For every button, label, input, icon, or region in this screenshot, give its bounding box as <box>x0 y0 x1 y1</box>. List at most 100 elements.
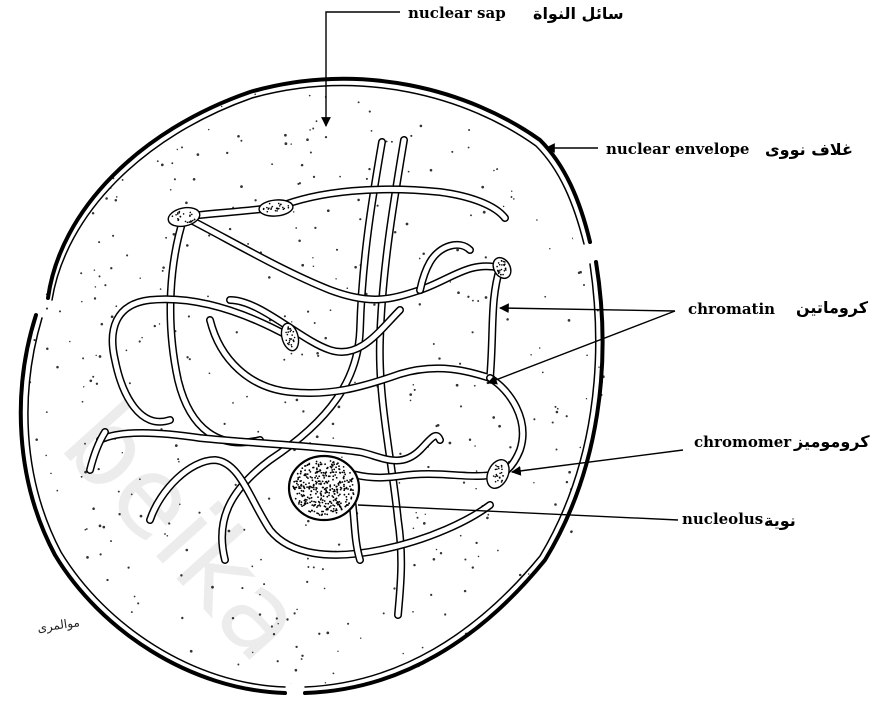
sap-dot <box>116 196 118 198</box>
sap-dot <box>126 91 129 94</box>
chromomere-dot <box>501 472 503 474</box>
chromomere-dot <box>190 212 192 214</box>
nucleolus-dot <box>329 506 331 508</box>
sap-dot <box>441 681 443 683</box>
sap-dot <box>496 168 498 170</box>
nucleolus-dot <box>336 512 338 514</box>
sap-dot <box>333 673 335 675</box>
sap-dot <box>316 435 319 438</box>
sap-dot <box>277 660 279 662</box>
label-nuclear-sap-en: nuclear sap <box>408 4 506 22</box>
sap-dot <box>486 517 489 520</box>
chromomere-dot <box>496 468 498 470</box>
chromatin-thread-fill <box>185 217 500 299</box>
sap-dot <box>177 458 179 460</box>
nucleolus-dot <box>307 502 309 504</box>
sap-dot <box>354 382 356 384</box>
nucleolus-dot <box>333 500 335 502</box>
sap-dot <box>339 176 341 178</box>
chromomere-dot <box>276 210 278 212</box>
nucleolus-dot <box>338 468 340 470</box>
sap-dot <box>98 468 100 470</box>
nucleolus-dot <box>318 483 320 485</box>
sap-dot <box>50 110 53 113</box>
sap-dot <box>402 653 404 655</box>
nucleolus-dot <box>337 492 339 494</box>
sap-dot <box>604 650 606 652</box>
sap-dot <box>478 556 480 558</box>
sap-dot <box>273 633 275 635</box>
sap-dot <box>464 590 466 592</box>
nucleolus-dot <box>342 481 344 483</box>
nucleolus-dot <box>325 481 327 483</box>
chromomere-dot <box>502 274 504 276</box>
sap-dot <box>58 652 61 655</box>
sap-dot <box>337 651 338 652</box>
label-chromatin-en: chromatin <box>688 300 775 318</box>
sap-dot <box>164 533 166 535</box>
sap-dot <box>178 461 180 463</box>
nucleolus-dot <box>322 481 324 483</box>
sap-dot <box>338 406 341 409</box>
nucleolus-dot <box>301 490 303 492</box>
sap-dot <box>236 331 238 333</box>
leader-chromatin-2 <box>488 311 675 383</box>
nucleolus-dot <box>317 477 319 479</box>
nucleolus-dot <box>334 493 336 495</box>
nucleolus-dot <box>307 464 309 466</box>
chromomere-dot <box>172 215 174 217</box>
sap-dot <box>112 235 114 237</box>
sap-dot <box>359 218 361 220</box>
nucleolus-dot <box>346 499 348 501</box>
chromomere-dot <box>267 211 269 213</box>
sap-dot <box>277 623 278 624</box>
sap-dot <box>286 618 288 620</box>
sap-dot <box>170 120 172 122</box>
sap-dot <box>504 681 507 684</box>
sap-dot <box>291 353 293 355</box>
sap-dot <box>162 270 164 272</box>
sap-dot <box>317 355 319 357</box>
nucleolus-dot <box>350 489 352 491</box>
sap-dot <box>285 142 288 145</box>
sap-dot <box>77 130 79 132</box>
nucleolus-dot <box>304 503 306 505</box>
sap-dot <box>126 350 128 352</box>
chromomere-dot <box>180 216 182 218</box>
sap-dot <box>486 684 488 686</box>
sap-dot <box>475 488 477 490</box>
nucleolus-dot <box>308 488 310 490</box>
sap-dot <box>194 89 196 91</box>
sap-dot <box>94 297 96 299</box>
nucleolus-dot <box>310 471 312 473</box>
sap-dot <box>132 131 134 133</box>
nucleolus-dot <box>335 471 337 473</box>
sap-dot <box>555 406 557 408</box>
nucleolus-dot <box>334 484 336 486</box>
sap-dot <box>583 284 585 286</box>
chromomere-dot <box>287 343 289 345</box>
sap-dot <box>509 446 511 448</box>
sap-dot <box>45 455 47 457</box>
nucleolus-dot <box>315 475 317 477</box>
sap-dot <box>326 632 329 635</box>
nucleolus-dot <box>327 508 329 510</box>
sap-dot <box>556 411 559 414</box>
sap-dot <box>468 129 470 131</box>
chromomere-dot <box>501 469 503 471</box>
sap-dot <box>313 265 315 267</box>
sap-dot <box>410 135 412 137</box>
nucleolus-dot <box>314 511 316 513</box>
sap-dot <box>354 266 357 269</box>
nucleolus-dot <box>305 484 307 486</box>
sap-dot <box>41 680 43 682</box>
nucleolus-dot <box>320 492 322 494</box>
nucleolus-dot <box>315 489 317 491</box>
nucleolus-dot <box>319 480 321 482</box>
sap-dot <box>460 405 462 407</box>
sap-dot <box>419 303 421 305</box>
sap-dot <box>83 386 84 387</box>
sap-dot <box>549 248 550 249</box>
sap-dot <box>121 641 123 643</box>
chromomere-dot <box>495 481 497 483</box>
